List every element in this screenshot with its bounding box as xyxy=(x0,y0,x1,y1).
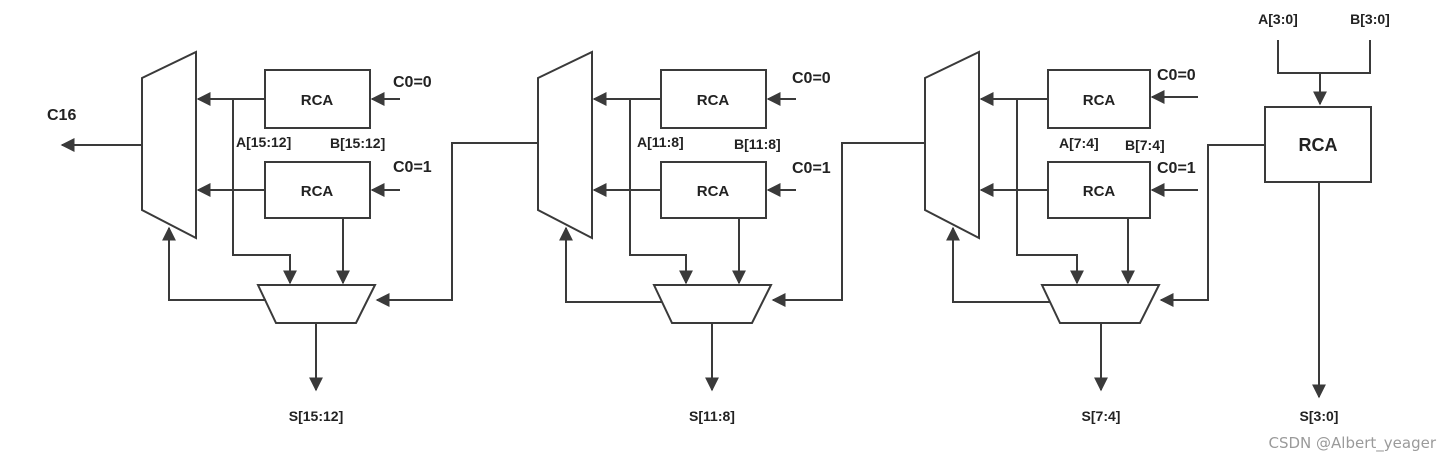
sum0-wire xyxy=(629,99,693,285)
sum-label: S[3:0] xyxy=(1300,408,1339,424)
c0-top-label: C0=0 xyxy=(1157,67,1196,84)
stage-15-12: C16 RCA RCA C0=0 C0=1 A[15:12] B[15:12] … xyxy=(47,50,432,424)
sum-mux-11-8 xyxy=(652,284,773,324)
rca-bottom-11-8 xyxy=(660,161,767,219)
sum-label: S[11:8] xyxy=(689,408,735,424)
c0-top-label: C0=0 xyxy=(792,70,831,87)
ab-merge-wire xyxy=(1277,40,1371,74)
rca-label: RCA xyxy=(1299,135,1338,155)
c0-bottom-label: C0=1 xyxy=(393,159,432,176)
stage-11-8: RCA RCA C0=0 C0=1 A[11:8] B[11:8] S[11:8… xyxy=(537,50,831,424)
rca-top-7-4 xyxy=(1047,69,1151,129)
rca-bottom-label: RCA xyxy=(1083,183,1116,200)
stage-3-0: A[3:0] B[3:0] RCA S[3:0] xyxy=(1258,11,1390,424)
carry-mux-15-12 xyxy=(141,50,197,240)
carry-11-8-to-15-12 xyxy=(375,142,538,307)
sum-label: S[7:4] xyxy=(1082,408,1121,424)
b-label: B[15:12] xyxy=(330,135,385,151)
b-label: B[7:4] xyxy=(1125,137,1165,153)
carry-7-4-to-11-8 xyxy=(771,142,925,307)
a-label: A[3:0] xyxy=(1258,11,1298,27)
carry-3-0-to-7-4 xyxy=(1159,144,1265,307)
sum0-wire xyxy=(232,99,297,285)
sum0-wire xyxy=(1016,99,1084,285)
rca-bottom-7-4 xyxy=(1047,161,1151,219)
sum-mux-15-12 xyxy=(256,284,377,324)
carry-mux-11-8 xyxy=(537,50,593,240)
c0-bottom-label: C0=1 xyxy=(1157,160,1196,177)
sum-label: S[15:12] xyxy=(289,408,343,424)
a-label: A[11:8] xyxy=(637,134,684,150)
carry-out-label: C16 xyxy=(47,107,76,124)
b-label: B[3:0] xyxy=(1350,11,1390,27)
a-label: A[7:4] xyxy=(1059,135,1099,151)
c0-bottom-label: C0=1 xyxy=(792,160,831,177)
watermark: CSDN @Albert_yeager xyxy=(1269,434,1437,453)
rca-bottom-label: RCA xyxy=(301,183,334,200)
rca-bottom-15-12 xyxy=(264,161,371,219)
stage-7-4: RCA RCA C0=0 C0=1 A[7:4] B[7:4] S[7:4] xyxy=(924,50,1198,424)
rca-top-15-12 xyxy=(264,69,371,129)
select-to-carry-mux xyxy=(162,226,266,301)
rca-top-11-8 xyxy=(660,69,767,129)
c0-top-label: C0=0 xyxy=(393,74,432,91)
sum-mux-7-4 xyxy=(1040,284,1161,324)
rca-top-label: RCA xyxy=(301,92,334,109)
rca-bottom-label: RCA xyxy=(697,183,730,200)
select-to-carry-mux xyxy=(946,226,1050,303)
rca-top-label: RCA xyxy=(1083,92,1116,109)
rca-top-label: RCA xyxy=(697,92,730,109)
carry-mux-7-4 xyxy=(924,50,980,240)
select-to-carry-mux xyxy=(559,226,662,303)
b-label: B[11:8] xyxy=(734,136,781,152)
a-label: A[15:12] xyxy=(236,134,291,150)
